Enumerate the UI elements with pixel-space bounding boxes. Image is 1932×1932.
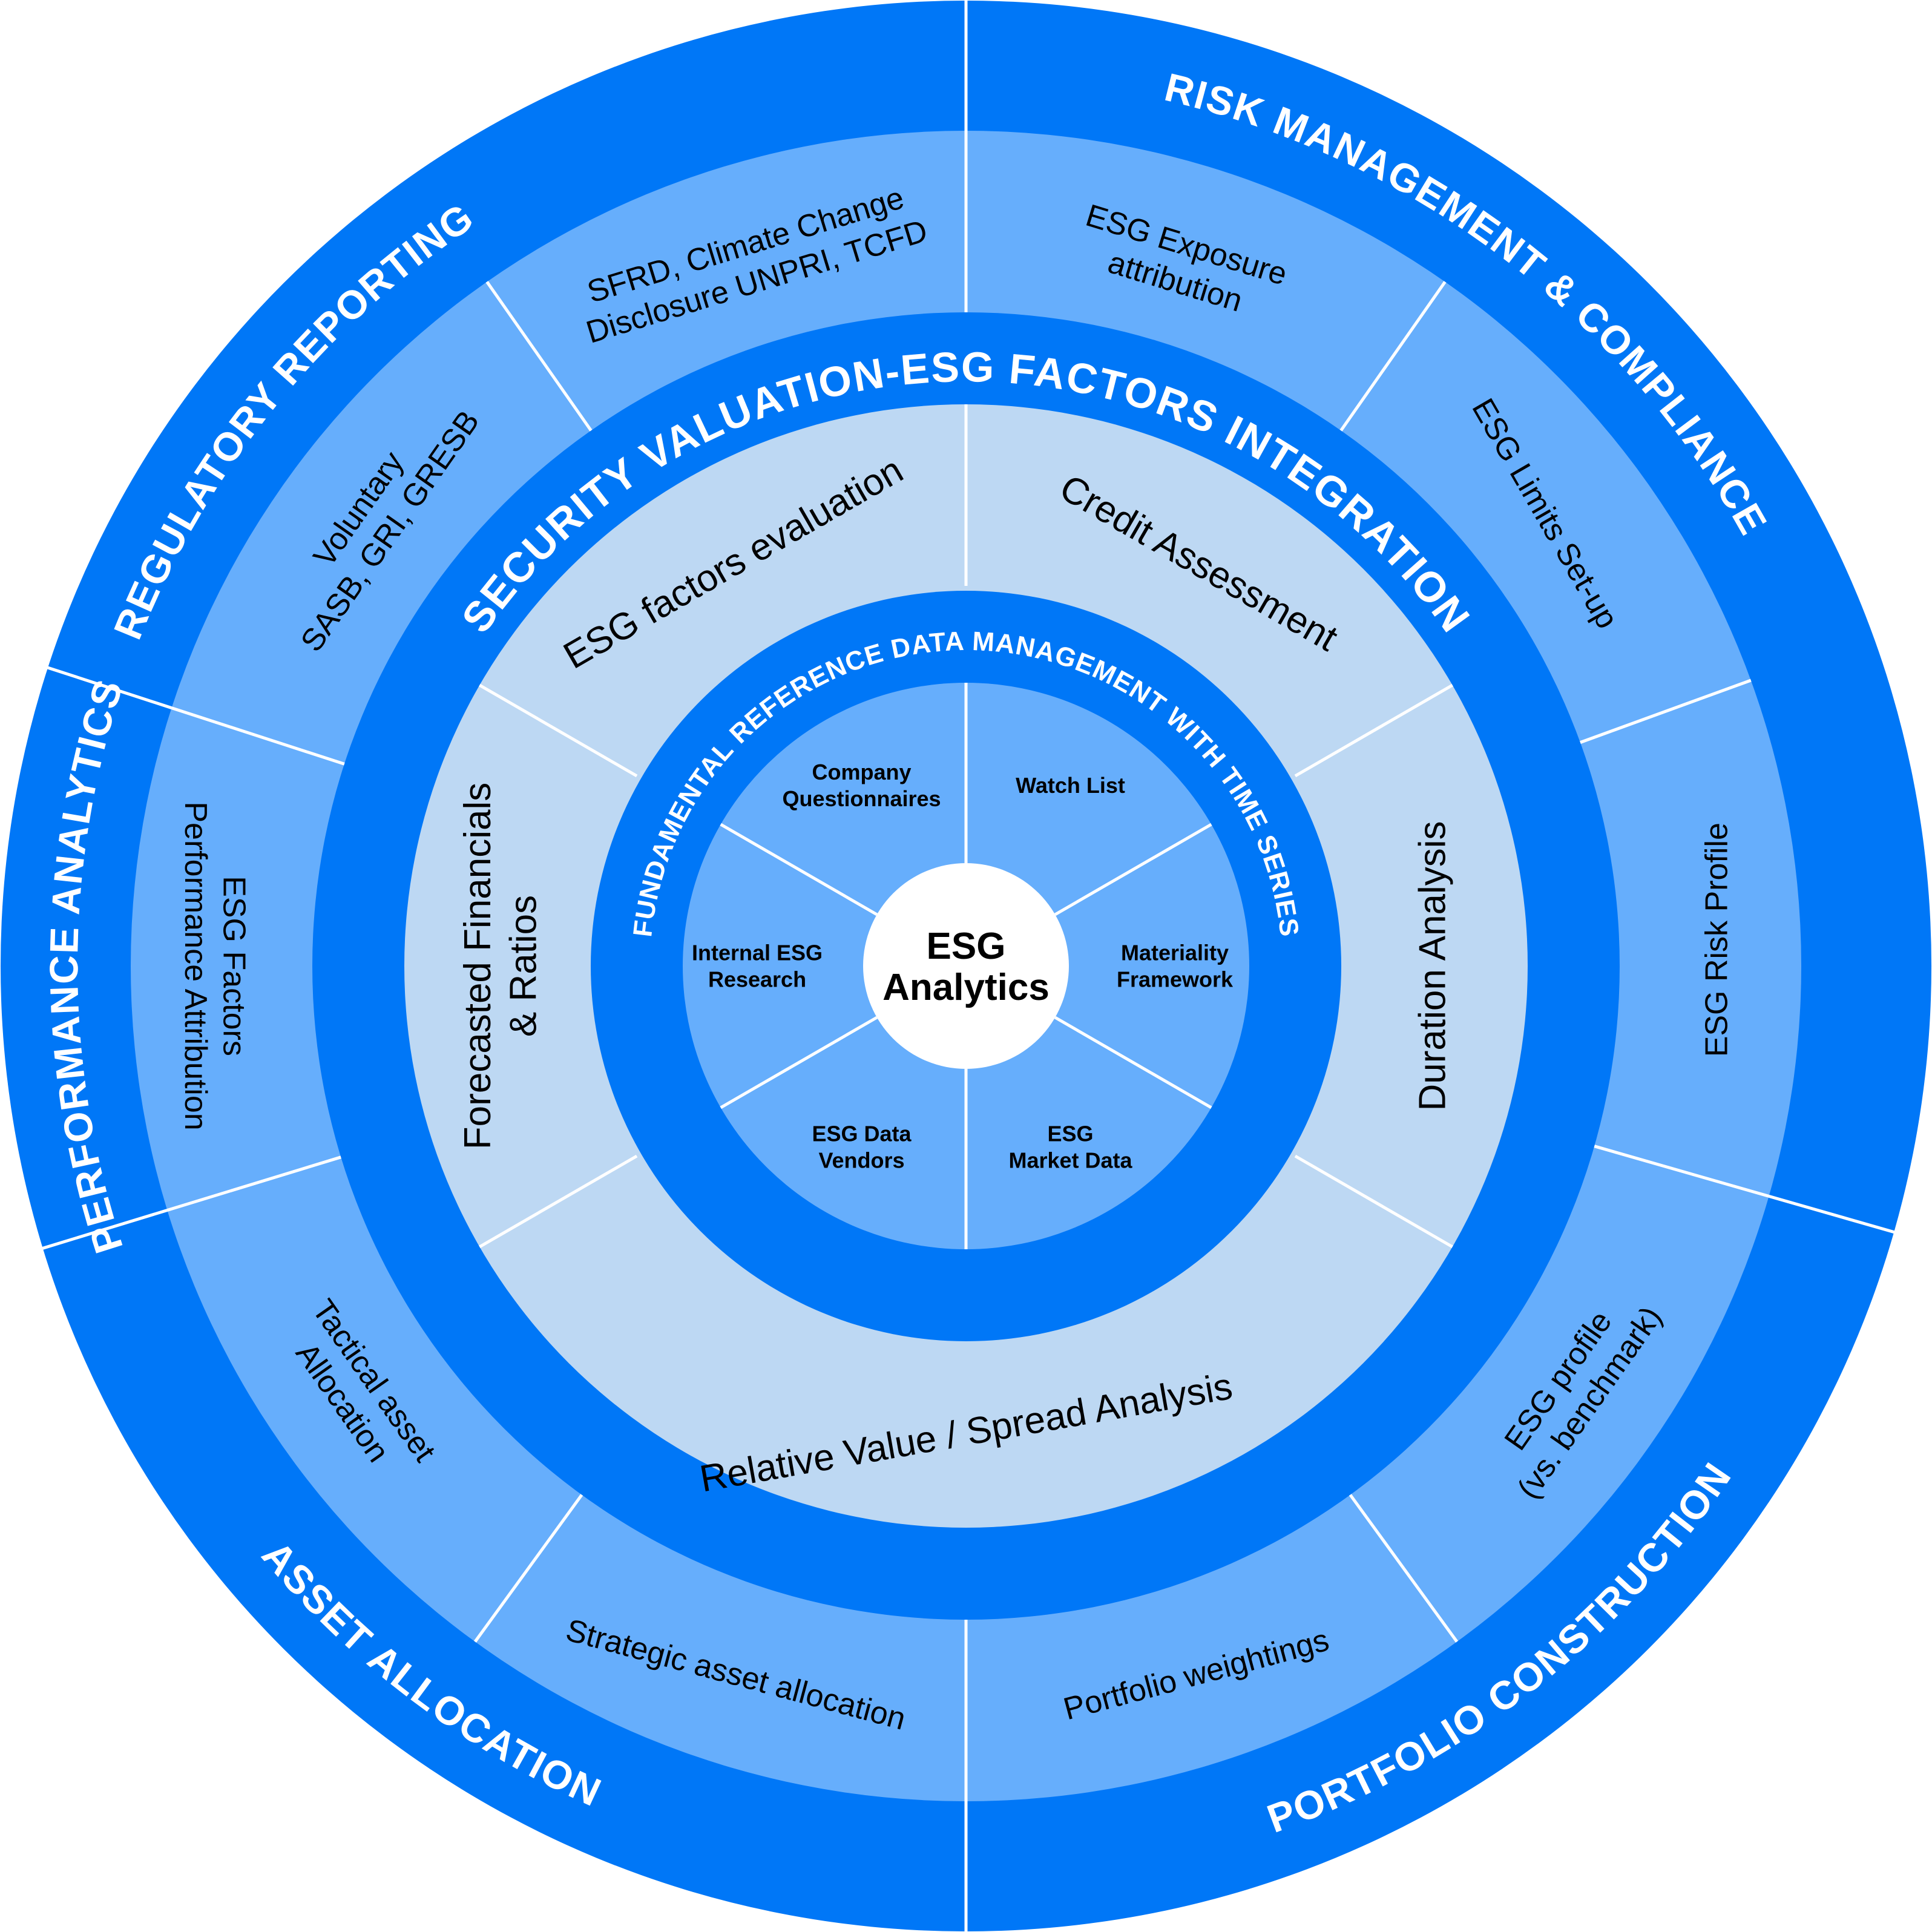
inner-item-4-line: Internal ESG [692,941,823,965]
inner-item-5-line: Questionnaires [782,786,941,811]
outer-item-divider [1349,1494,1459,1643]
inner-item-2-line: Market Data [1008,1148,1132,1172]
middle-item-3: Forecasted Financials& Ratios [457,783,545,1150]
outer-item-divider [485,281,593,432]
center-title-line-1: ESG [927,925,1006,967]
inner-item-2-line: ESG [1047,1121,1093,1146]
category-divider [39,1209,168,1251]
inner-item-divider [720,1016,878,1109]
inner-item-5-line: Company [812,760,911,784]
category-divider [44,665,172,709]
center-circle [863,863,1069,1069]
middle-item-3-line: Forecasted Financials [457,783,499,1150]
outer-item-8-line: ESG Factors [217,876,252,1056]
outer-item-8-line: Performance Attribution [178,801,213,1130]
category-divider [1768,1194,1898,1235]
inner-item-3-line: Vendors [818,1148,904,1172]
divider-lines-layer [39,0,1898,1932]
inner-item-divider [720,823,878,916]
middle-item-3-line: & Ratios [503,895,545,1037]
outer-item-divider [473,1494,583,1643]
inner-item-0-line: Watch List [1016,773,1125,798]
inner-item-divider [1054,1016,1212,1109]
outer-item-divider [166,1155,341,1212]
outer-item-divider [1580,678,1752,744]
outer-item-divider [1594,1145,1770,1198]
middle-item-divider [1294,1154,1453,1249]
inner-item-3-line: ESG Data [812,1121,912,1146]
inner-item-0: Watch List [1016,773,1125,798]
inner-item-4-line: Research [708,967,806,992]
outer-item-3: ESG Risk Profile [1699,823,1734,1057]
middle-item-divider [479,1154,638,1249]
inner-item-1-line: Materiality [1121,941,1229,965]
middle-item-1-line: Duration Analysis [1412,821,1454,1111]
outer-item-divider [1339,281,1447,432]
inner-item-1-line: Framework [1117,967,1234,992]
middle-item-divider [1294,683,1453,778]
center-title-line-2: Analytics [882,967,1050,1008]
middle-item-1: Duration Analysis [1412,821,1454,1111]
outer-item-3-line: ESG Risk Profile [1699,823,1734,1057]
outer-item-divider [171,706,345,766]
inner-item-divider [1054,823,1212,916]
middle-item-divider [479,683,638,778]
